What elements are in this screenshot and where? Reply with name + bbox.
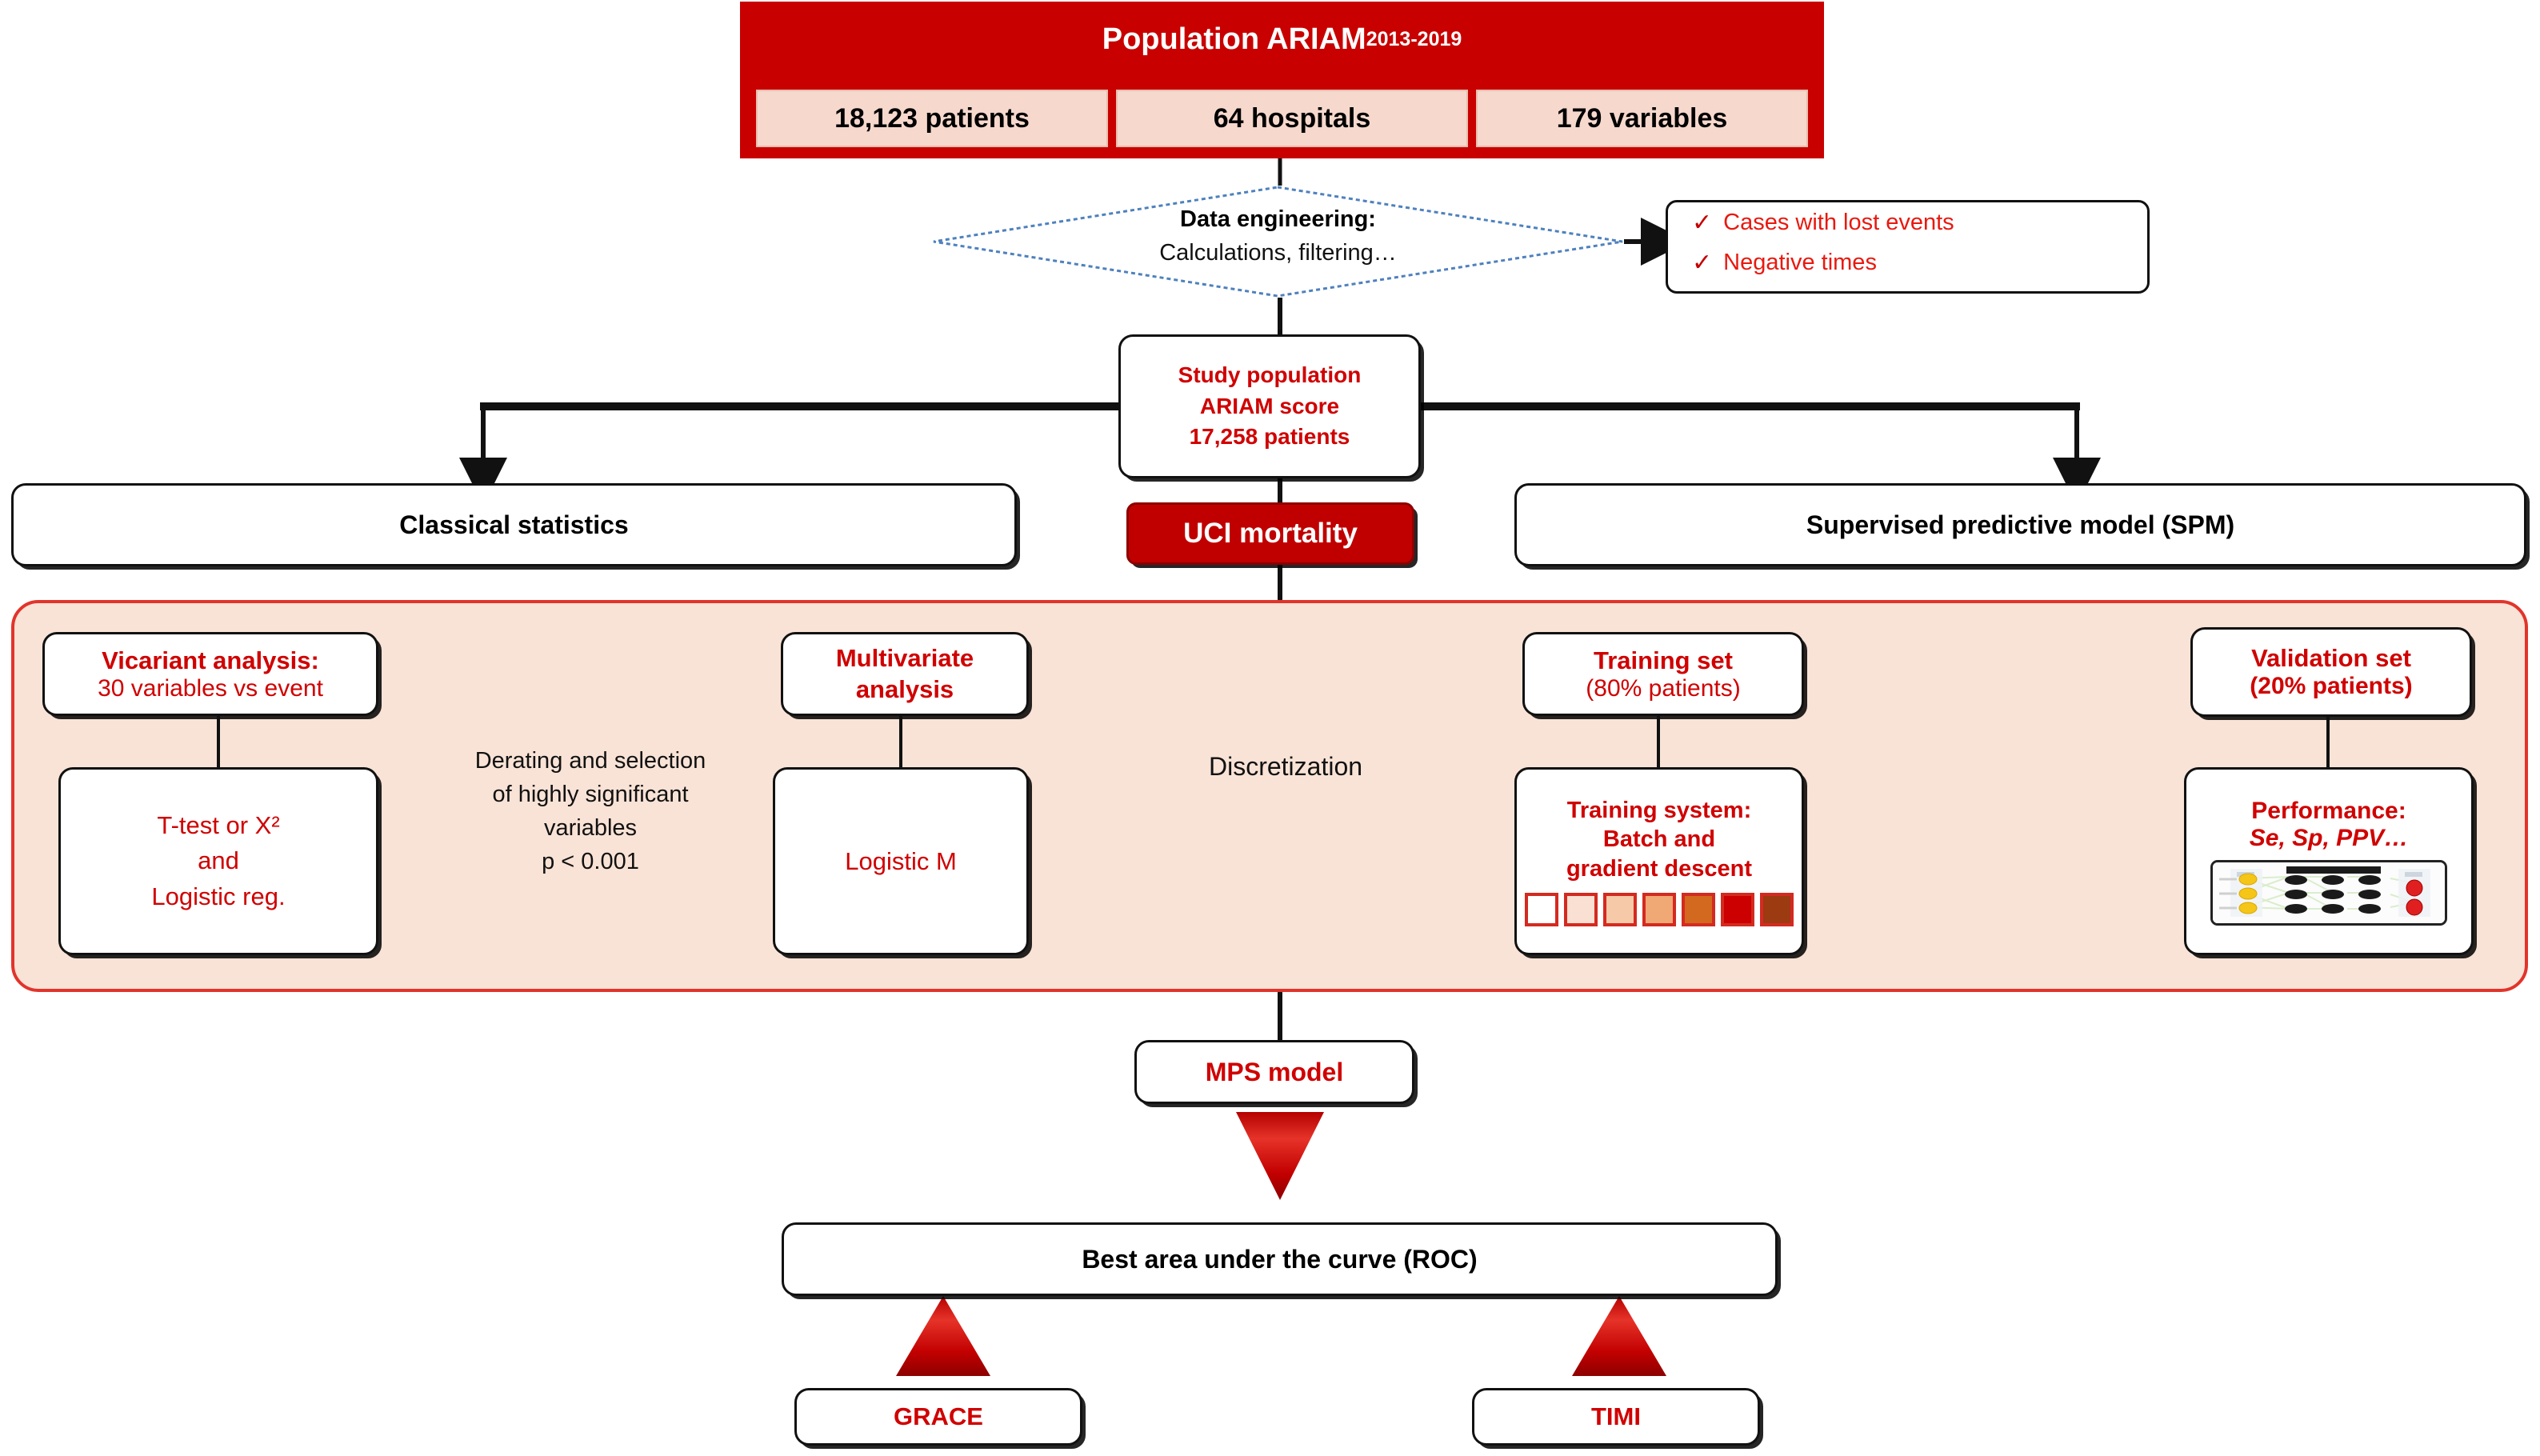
color-swatch-3: [1642, 892, 1676, 926]
multivariate-analysis-box: Multivariate analysis: [781, 632, 1029, 716]
logistic-model-box: Logistic M: [773, 767, 1029, 955]
mps-model-box: MPS model: [1134, 1040, 1414, 1104]
logistic-model-label: Logistic M: [845, 846, 957, 875]
roc-label: Best area under the curve (ROC): [1082, 1244, 1478, 1274]
down-triangle-mps: [1236, 1112, 1324, 1200]
population-title-years: 2013-2019: [1366, 27, 1462, 50]
data-engineering-subtitle: Calculations, filtering…: [1159, 240, 1397, 266]
grace-label: GRACE: [894, 1402, 983, 1430]
validation-set-subtitle: (20% patients): [2250, 673, 2413, 699]
classical-statistics-label: Classical statistics: [399, 510, 629, 539]
validation-connector: [2326, 717, 2330, 767]
grace-box: GRACE: [794, 1388, 1082, 1446]
performance-metrics: Se, Sp, PPV…: [2249, 824, 2409, 851]
exclusion-item-1: ✓ Negative times: [1668, 242, 2147, 282]
study-population-box: Study population ARIAM score 17,258 pati…: [1118, 334, 1421, 478]
multivariate-title-l1: Multivariate: [835, 643, 974, 672]
study-population-line2: ARIAM score: [1199, 393, 1340, 418]
population-stat-patients: 18,123 patients: [756, 90, 1108, 147]
exclusions-box: ✓ Cases with lost events ✓ Negative time…: [1666, 200, 2150, 294]
training-system-box: Training system: Batch and gradient desc…: [1514, 767, 1804, 955]
classical-statistics-box: Classical statistics: [11, 483, 1017, 566]
derating-line-0: Derating and selection: [474, 748, 706, 774]
uci-mortality-box: UCI mortality: [1126, 502, 1414, 565]
multivariate-title-l2: analysis: [855, 674, 954, 703]
color-swatch-4: [1682, 892, 1715, 926]
check-icon: ✓: [1692, 248, 1713, 277]
population-stat-hospitals: 64 hospitals: [1116, 90, 1468, 147]
mps-model-label: MPS model: [1205, 1057, 1344, 1086]
validation-set-box: Validation set (20% patients): [2190, 627, 2472, 717]
color-swatch-5: [1721, 892, 1754, 926]
uci-mortality-label: UCI mortality: [1183, 518, 1358, 549]
performance-title: Performance:: [2251, 797, 2406, 824]
training-system-l3: gradient descent: [1566, 855, 1753, 882]
color-swatch-2: [1603, 892, 1637, 926]
vicariant-method-2: Logistic reg.: [151, 882, 286, 910]
vicariant-method-1: and: [198, 846, 239, 875]
vicariant-analysis-box: Vicariant analysis: 30 variables vs even…: [42, 632, 378, 716]
training-system-l2: Batch and: [1602, 826, 1716, 853]
derating-line-1: of highly significant: [492, 782, 689, 808]
color-swatch-0: [1525, 892, 1558, 926]
exclusion-label-0: Cases with lost events: [1723, 209, 1954, 235]
discretization-caption: Discretization: [1208, 752, 1363, 781]
training-set-box: Training set (80% patients): [1522, 632, 1804, 716]
validation-set-title: Validation set: [2251, 644, 2411, 672]
up-triangle-grace: [896, 1296, 990, 1376]
data-engineering-title: Data engineering:: [1180, 206, 1376, 232]
check-icon: ✓: [1692, 208, 1713, 237]
supervised-model-label: Supervised predictive model (SPM): [1806, 510, 2235, 539]
color-swatch-1: [1564, 892, 1598, 926]
training-connector: [1657, 716, 1660, 767]
population-title-main: Population ARIAM: [1102, 22, 1366, 56]
training-set-title: Training set: [1594, 646, 1733, 674]
derating-caption: Derating and selection of highly signific…: [414, 744, 766, 878]
training-set-subtitle: (80% patients): [1586, 674, 1741, 702]
color-scale-swatches: [1525, 892, 1794, 926]
color-swatch-6: [1760, 892, 1794, 926]
neural-network-thumbnail: [2210, 859, 2447, 926]
data-engineering-decision: Data engineering: Calculations, filterin…: [932, 186, 1624, 298]
population-stat-variables: 179 variables: [1476, 90, 1808, 147]
up-triangle-timi: [1572, 1296, 1666, 1376]
study-population-line1: Study population: [1178, 362, 1362, 388]
timi-label: TIMI: [1591, 1402, 1641, 1430]
vicariant-method-0: T-test or X²: [157, 811, 280, 840]
vicariant-subtitle: 30 variables vs event: [98, 674, 323, 702]
timi-box: TIMI: [1472, 1388, 1760, 1446]
derating-line-2: variables: [543, 815, 638, 842]
multivariate-connector: [899, 716, 902, 767]
vicariant-title: Vicariant analysis:: [102, 646, 319, 674]
vicariant-methods-box: T-test or X² and Logistic reg.: [58, 767, 378, 955]
exclusion-item-0: ✓ Cases with lost events: [1668, 202, 2147, 242]
vicariant-connector: [217, 716, 220, 767]
performance-box: Performance: Se, Sp, PPV…: [2184, 767, 2474, 955]
roc-box: Best area under the curve (ROC): [782, 1222, 1778, 1296]
analysis-pipeline-container: Vicariant analysis: 30 variables vs even…: [11, 600, 2528, 992]
training-system-l1: Training system:: [1566, 798, 1752, 824]
diamond-shape: [933, 186, 1623, 298]
derating-line-3: p < 0.001: [542, 849, 639, 875]
supervised-model-box: Supervised predictive model (SPM): [1514, 483, 2526, 566]
exclusion-label-1: Negative times: [1723, 249, 1877, 275]
study-population-line3: 17,258 patients: [1189, 424, 1350, 450]
